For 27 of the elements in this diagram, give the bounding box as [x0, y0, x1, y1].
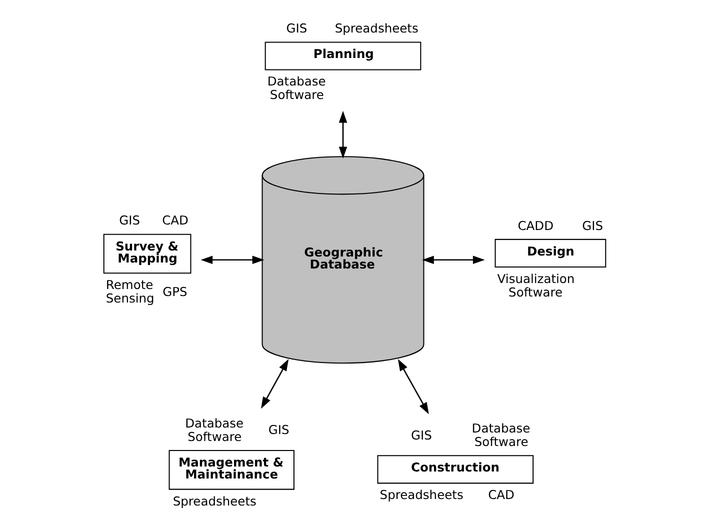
node-label: CAD	[488, 488, 514, 502]
node-label: Database Software	[185, 416, 244, 444]
node-label: Spreadsheets	[380, 488, 464, 502]
node-label: CADD	[518, 218, 554, 233]
node-label: CAD	[162, 214, 188, 228]
arrow	[200, 256, 264, 264]
node-box: Design	[494, 238, 606, 268]
node-box: Survey & Mapping	[103, 234, 192, 274]
node-box: Planning	[264, 42, 422, 70]
node-label: Remote Sensing	[106, 278, 154, 306]
arrow	[338, 110, 348, 159]
arrow	[422, 256, 485, 264]
node-box: Construction	[377, 455, 534, 484]
node-label: GIS	[268, 423, 290, 438]
node-label: GIS	[410, 428, 432, 442]
node-box: Management & Maintainance	[168, 450, 294, 490]
node-label: Spreadsheets	[172, 494, 256, 508]
node-label: Database Software	[267, 74, 326, 102]
node-label: GIS	[286, 22, 308, 36]
node-label: GIS	[119, 214, 140, 228]
node-label: GPS	[162, 284, 188, 299]
node-label: Database Software	[472, 422, 530, 449]
arrow	[398, 358, 429, 414]
node-label: Spreadsheets	[334, 22, 418, 36]
node-label: Visualization Software	[497, 272, 575, 300]
node-label: GIS	[582, 218, 604, 233]
arrow	[260, 358, 289, 409]
